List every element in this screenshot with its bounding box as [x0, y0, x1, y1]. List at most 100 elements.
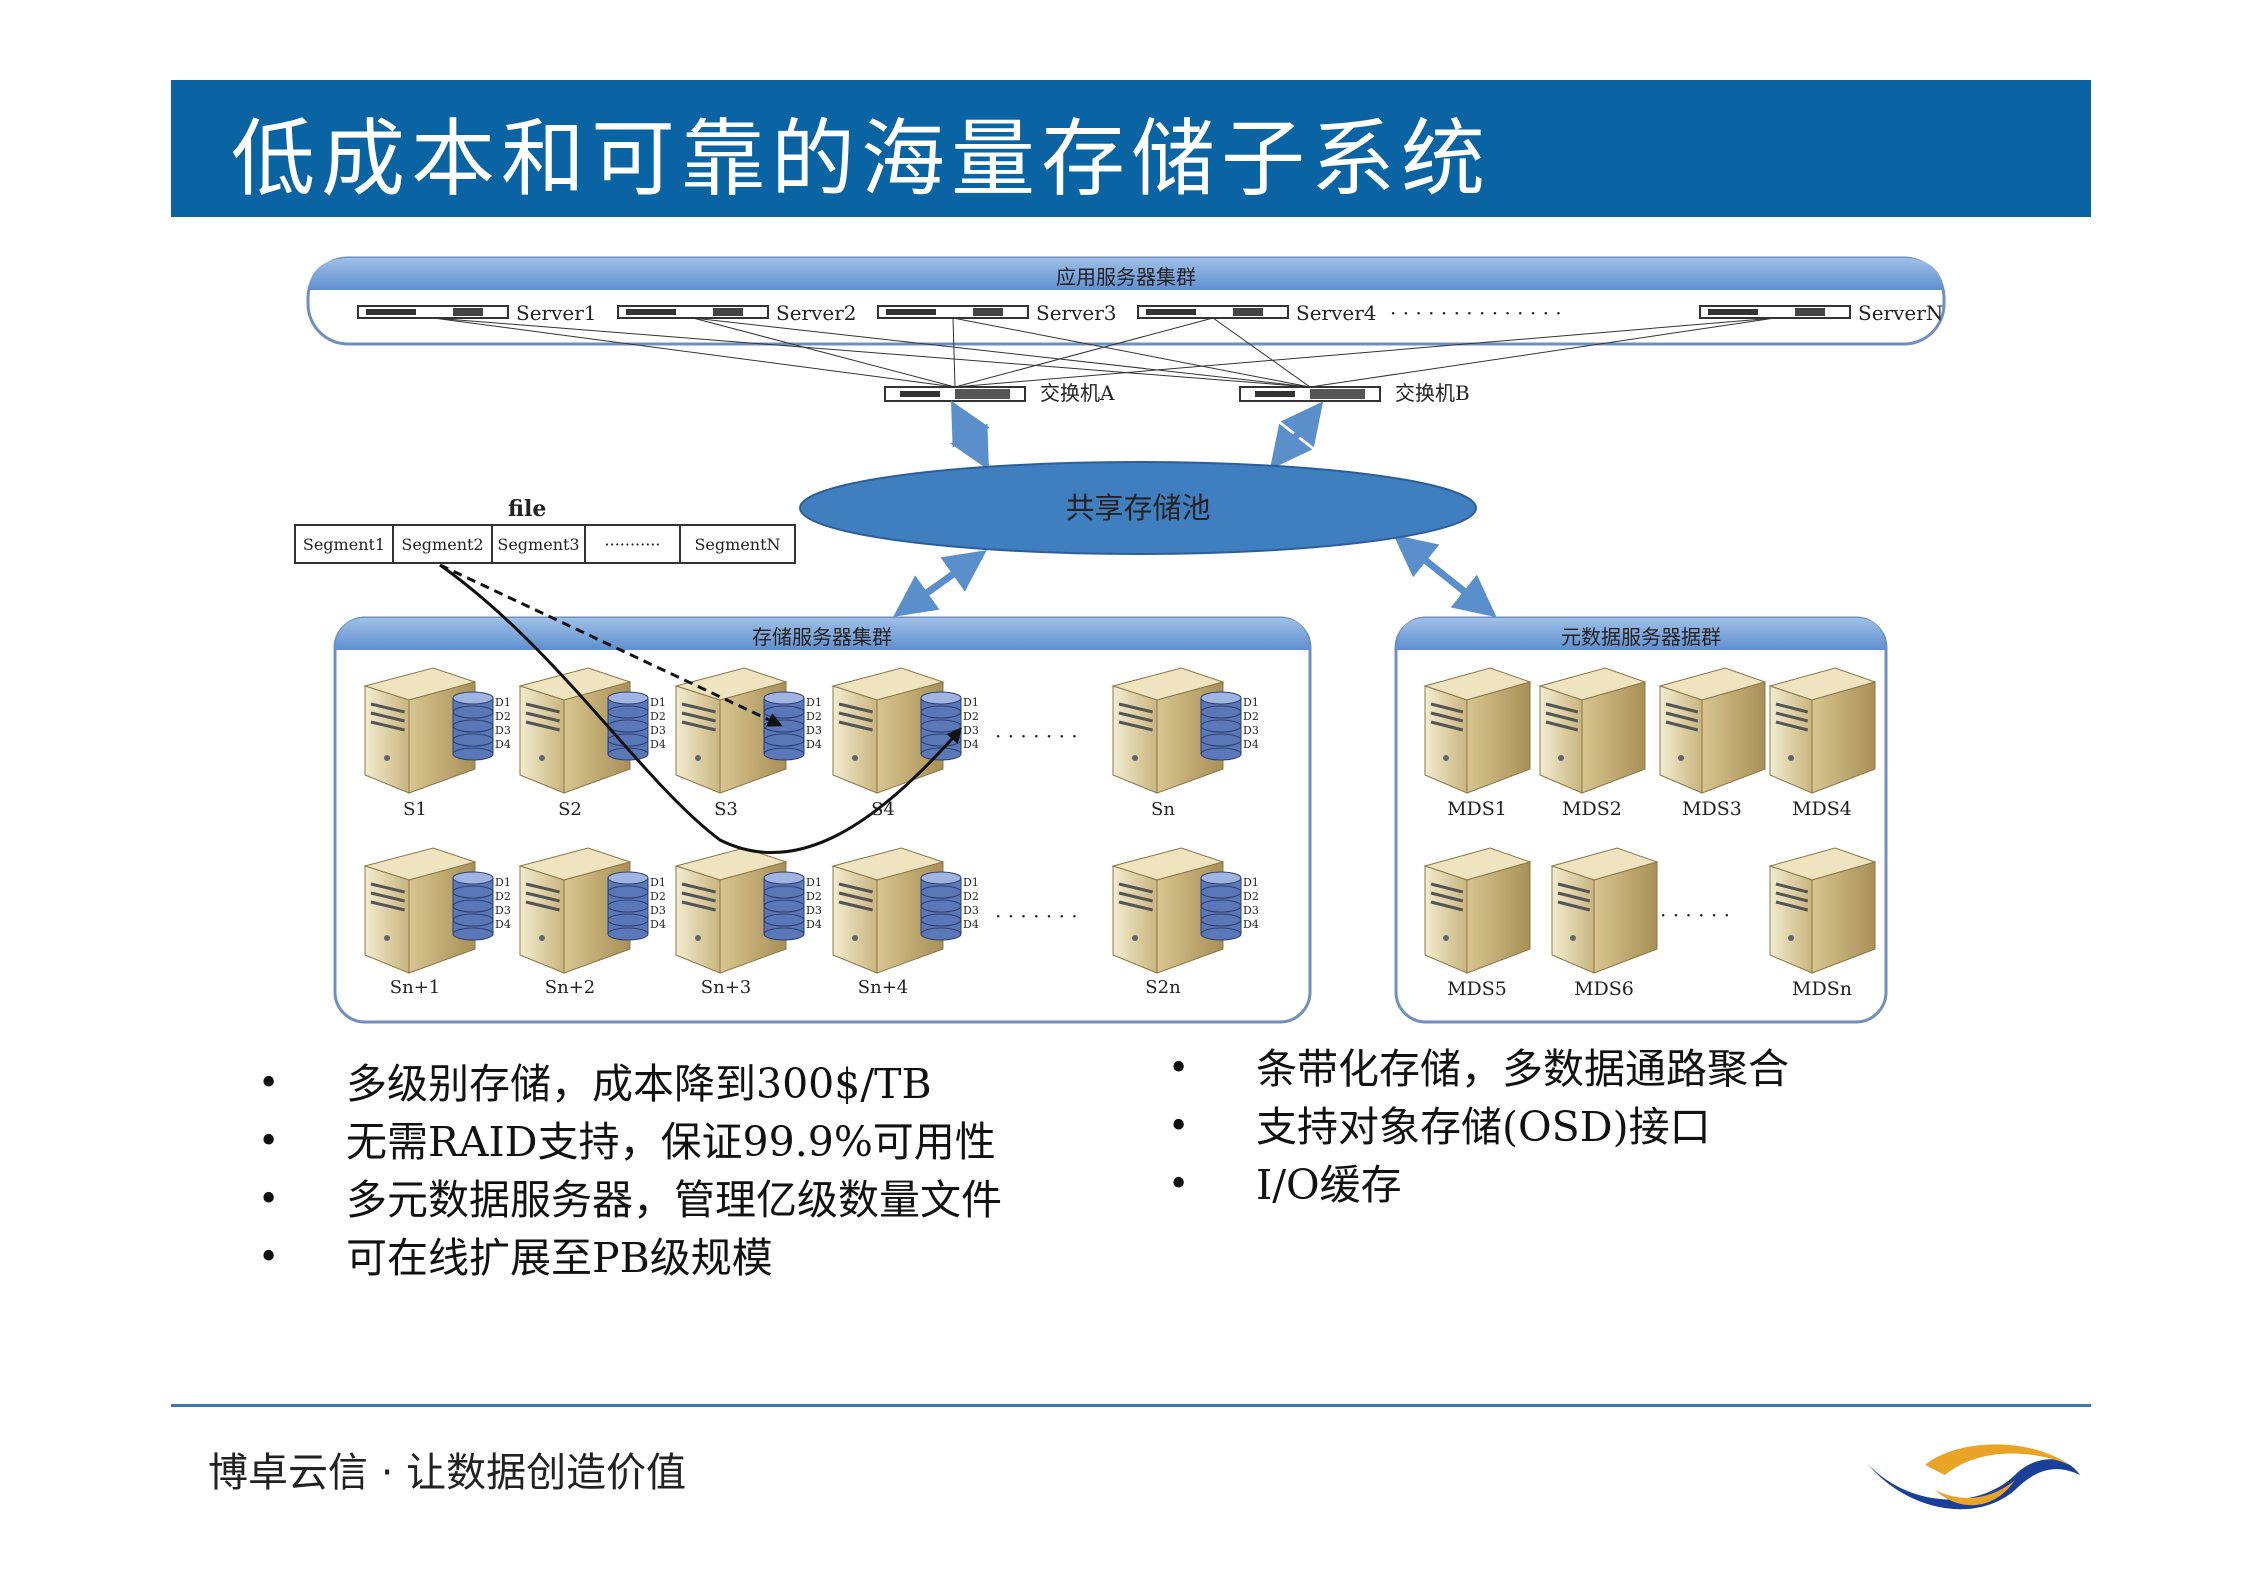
svg-text:S3: S3 — [714, 799, 738, 820]
segment-cell: Segment1 — [294, 524, 394, 564]
svg-text:D1: D1 — [806, 876, 822, 889]
svg-text:MDS5: MDS5 — [1447, 978, 1507, 1000]
svg-text:D1: D1 — [495, 876, 511, 889]
svg-text:S2: S2 — [558, 799, 582, 820]
svg-text:S4: S4 — [871, 799, 895, 820]
page-title: 低成本和可靠的海量存储子系统 — [231, 110, 1492, 208]
svg-text:D2: D2 — [1243, 710, 1259, 723]
mds-node: MDS6 — [1550, 847, 1659, 1000]
bullet-list-right: •条带化存储，多数据通路聚合 •支持对象存储(OSD)接口 •I/O缓存 — [1168, 1040, 1789, 1214]
svg-text:MDSn: MDSn — [1792, 978, 1852, 1000]
server-tower-icon — [1538, 667, 1647, 794]
svg-text:D3: D3 — [806, 724, 822, 737]
mds-node: MDS2 — [1538, 667, 1647, 820]
svg-text:D4: D4 — [963, 738, 979, 751]
rack-server: Server1 — [357, 301, 597, 325]
bullet-item: •多级别存储，成本降到300$/TB — [258, 1055, 1002, 1113]
svg-text:D3: D3 — [806, 904, 822, 917]
svg-text:Segment2: Segment2 — [401, 535, 483, 554]
bullet-dot: • — [258, 1237, 280, 1278]
network-links — [432, 317, 1776, 388]
file-label: file — [508, 496, 546, 522]
server-tower-icon — [1423, 847, 1532, 974]
shared-storage-pool: 共享存储池 — [799, 461, 1477, 555]
switch-b: 交换机B — [1239, 381, 1470, 405]
app-cluster-label: 应用服务器集群 — [1056, 265, 1196, 289]
svg-text:MDS6: MDS6 — [1574, 978, 1634, 1000]
ellipsis: · · · · · · — [1660, 903, 1730, 927]
mds-node: MDSn — [1768, 847, 1877, 1000]
svg-text:D1: D1 — [963, 876, 979, 889]
segment-cell: ··········· — [584, 524, 681, 564]
segment-cell: Segment2 — [392, 524, 493, 564]
svg-text:D3: D3 — [650, 724, 666, 737]
switch-b-label: 交换机B — [1395, 381, 1470, 405]
server-tower-icon — [1423, 667, 1532, 794]
svg-text:D1: D1 — [650, 876, 666, 889]
svg-text:Segment3: Segment3 — [497, 535, 579, 554]
server-label: Server4 — [1296, 301, 1377, 325]
svg-text:D4: D4 — [1243, 738, 1259, 751]
svg-text:D4: D4 — [806, 918, 822, 931]
svg-text:D4: D4 — [650, 918, 666, 931]
rack-server: Server3 — [877, 301, 1117, 325]
svg-text:D3: D3 — [1243, 904, 1259, 917]
bullet-dot: • — [258, 1063, 280, 1104]
svg-text:Sn: Sn — [1151, 799, 1175, 820]
svg-text:D4: D4 — [806, 738, 822, 751]
server-label: Server1 — [516, 301, 597, 325]
svg-text:Segment1: Segment1 — [303, 535, 385, 554]
svg-text:S2n: S2n — [1145, 977, 1181, 998]
svg-text:···········: ··········· — [605, 535, 661, 554]
svg-text:D1: D1 — [1243, 696, 1259, 709]
brand-swoosh-logo — [1867, 1444, 2080, 1510]
svg-text:D2: D2 — [806, 710, 822, 723]
storage-cluster-label: 存储服务器集群 — [752, 625, 892, 649]
mds-node: MDS1 — [1423, 667, 1532, 820]
svg-text:D2: D2 — [963, 710, 979, 723]
svg-text:D2: D2 — [1243, 890, 1259, 903]
bullet-dot: • — [258, 1121, 280, 1162]
stripe-paths — [439, 563, 962, 855]
server-label: Server3 — [1036, 301, 1117, 325]
bullet-dot: • — [1168, 1106, 1190, 1147]
svg-text:Sn+3: Sn+3 — [701, 977, 751, 998]
mds-node: MDS3 — [1658, 667, 1767, 820]
mds-cluster-label: 元数据服务器据群 — [1561, 625, 1721, 649]
svg-text:Sn+4: Sn+4 — [858, 977, 908, 998]
svg-text:D1: D1 — [650, 696, 666, 709]
pool-label: 共享存储池 — [1065, 491, 1210, 525]
footer-slogan: 博卓云信 · 让数据创造价值 — [208, 1450, 687, 1496]
switch-a-label: 交换机A — [1040, 381, 1115, 405]
storage-cluster: 存储服务器集群 D1D2D3D4S1D1D2D3D4S2D1D2D3D4S3D1… — [333, 616, 1312, 1024]
svg-text:D4: D4 — [495, 738, 511, 751]
server-tower-icon — [1658, 667, 1767, 794]
ellipsis: · · · · · · · · · · · · · · — [1390, 301, 1562, 325]
svg-text:D4: D4 — [1243, 918, 1259, 931]
svg-text:MDS4: MDS4 — [1792, 798, 1852, 820]
svg-text:MDS2: MDS2 — [1562, 798, 1622, 820]
svg-text:SegmentN: SegmentN — [694, 535, 780, 554]
ellipsis: · · · · · · · — [995, 724, 1078, 748]
svg-text:D3: D3 — [650, 904, 666, 917]
svg-text:D1: D1 — [963, 696, 979, 709]
svg-text:D2: D2 — [963, 890, 979, 903]
svg-text:D3: D3 — [495, 904, 511, 917]
